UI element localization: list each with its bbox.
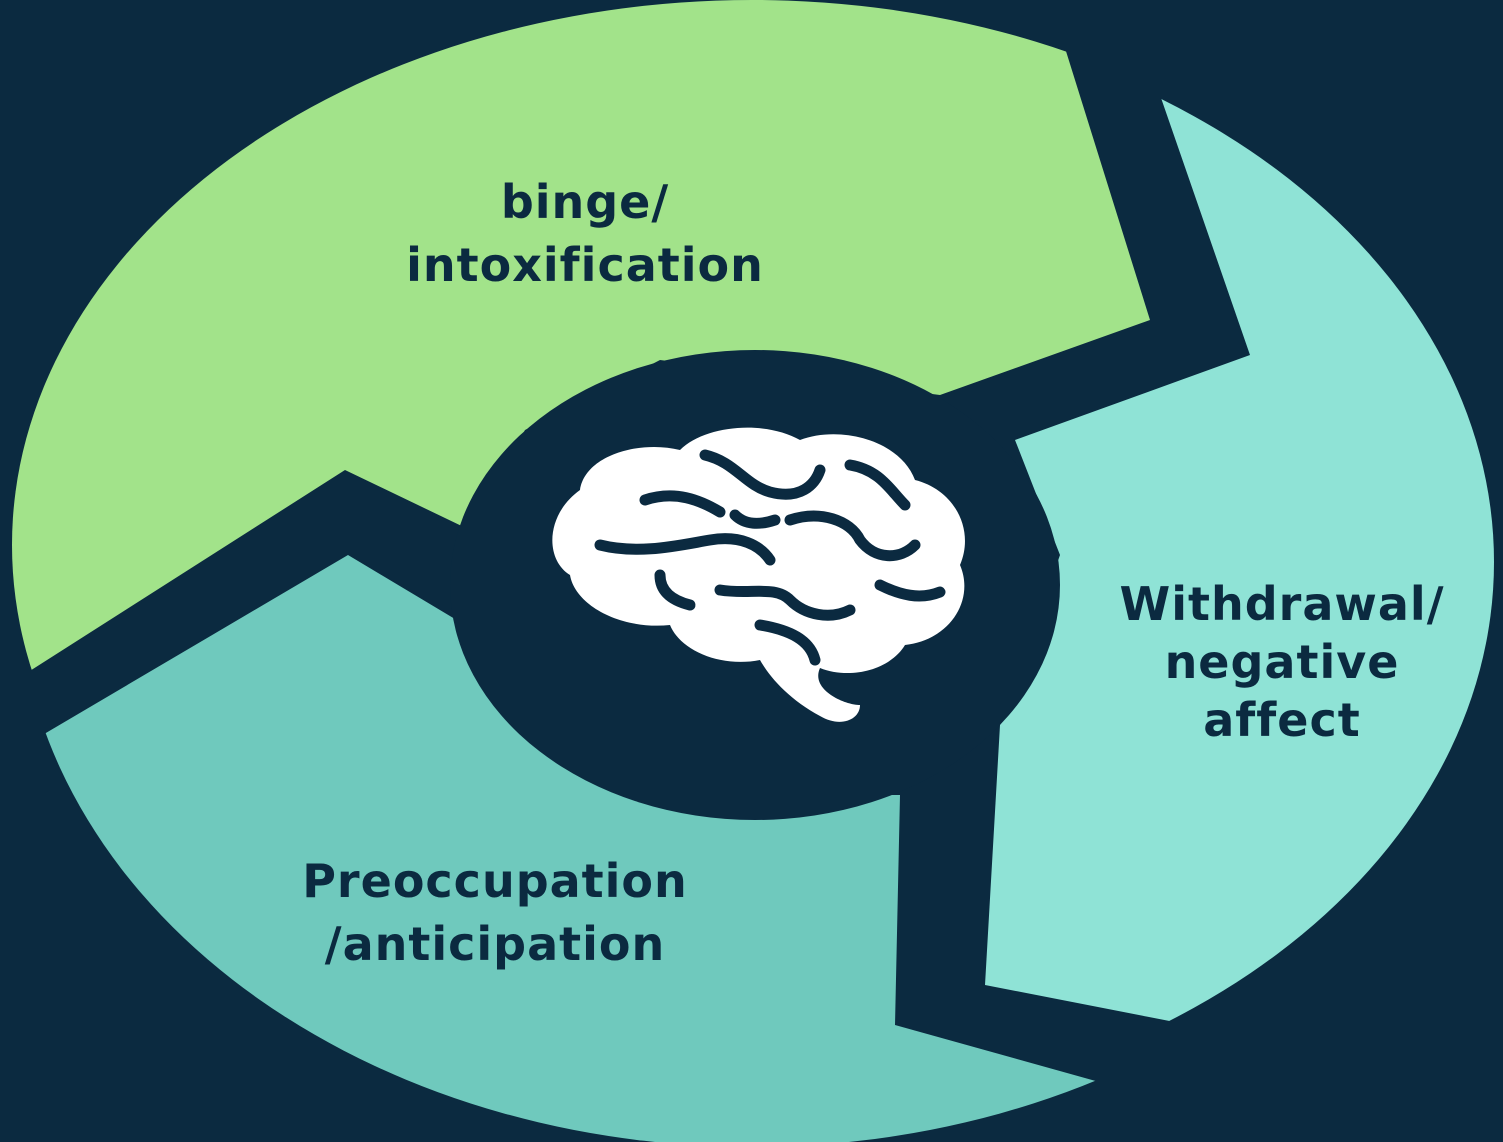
- brain-icon: [552, 427, 965, 722]
- segment-label-line: affect: [1203, 693, 1361, 747]
- segment-label-line: Preoccupation: [302, 854, 688, 908]
- segment-label-preoccupation: Preoccupation/anticipation: [302, 854, 688, 971]
- segment-label-line: intoxification: [406, 238, 764, 292]
- segment-label-line: Withdrawal/: [1119, 577, 1444, 631]
- segment-label-line: negative: [1165, 635, 1400, 689]
- segment-label-line: binge/: [501, 175, 669, 229]
- segment-label-binge: binge/intoxification: [406, 175, 764, 292]
- segment-label-line: /anticipation: [325, 917, 665, 971]
